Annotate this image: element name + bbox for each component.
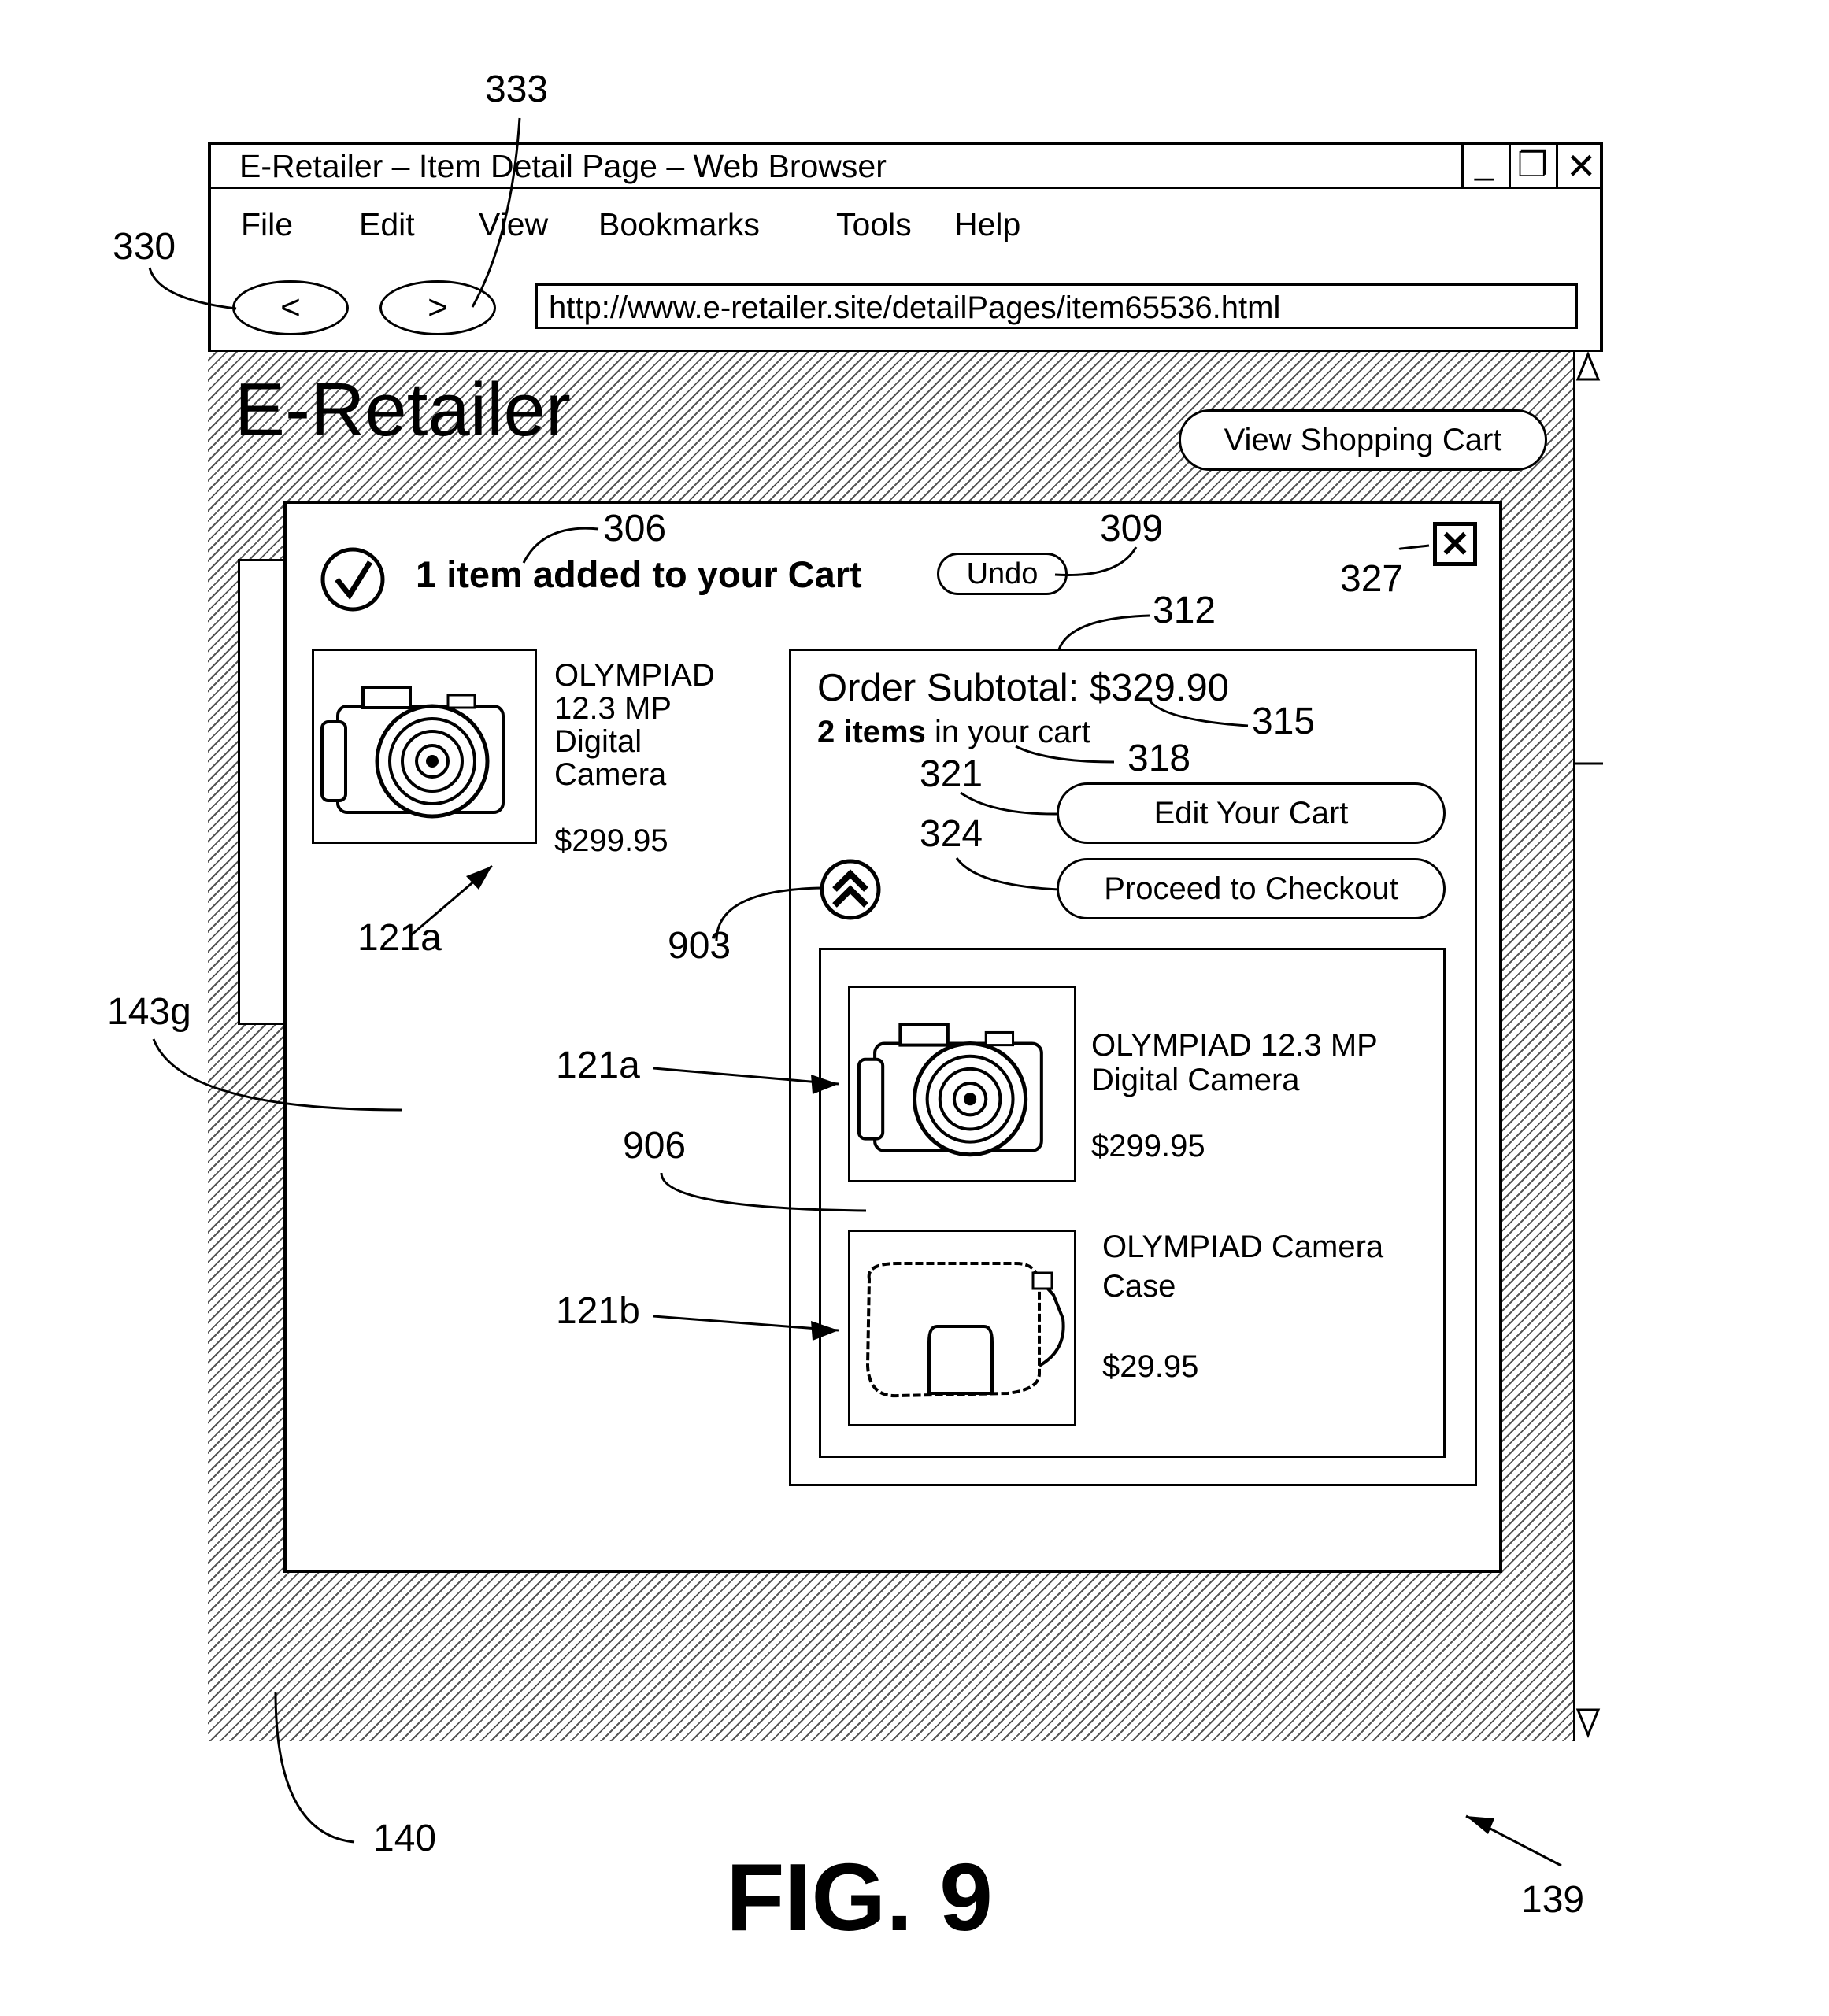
ref-906: 906 (623, 1127, 686, 1165)
figure-caption: FIG. 9 (726, 1842, 993, 1952)
ref-121a-right: 121a (556, 1047, 640, 1085)
ref-333: 333 (485, 71, 548, 109)
ref-309: 309 (1100, 510, 1163, 548)
ref-321: 321 (920, 756, 983, 793)
ref-903: 903 (668, 927, 731, 965)
ref-330: 330 (113, 228, 176, 266)
ref-315: 315 (1252, 703, 1315, 741)
ref-139: 139 (1521, 1881, 1584, 1919)
ref-121b: 121b (556, 1293, 640, 1330)
ref-318: 318 (1127, 740, 1190, 778)
ref-143g: 143g (107, 993, 191, 1031)
ref-327: 327 (1340, 560, 1403, 598)
ref-324: 324 (920, 816, 983, 853)
ref-140: 140 (373, 1820, 436, 1858)
ref-312: 312 (1153, 592, 1216, 630)
ref-121a-left: 121a (357, 919, 442, 957)
ref-306: 306 (603, 510, 666, 548)
